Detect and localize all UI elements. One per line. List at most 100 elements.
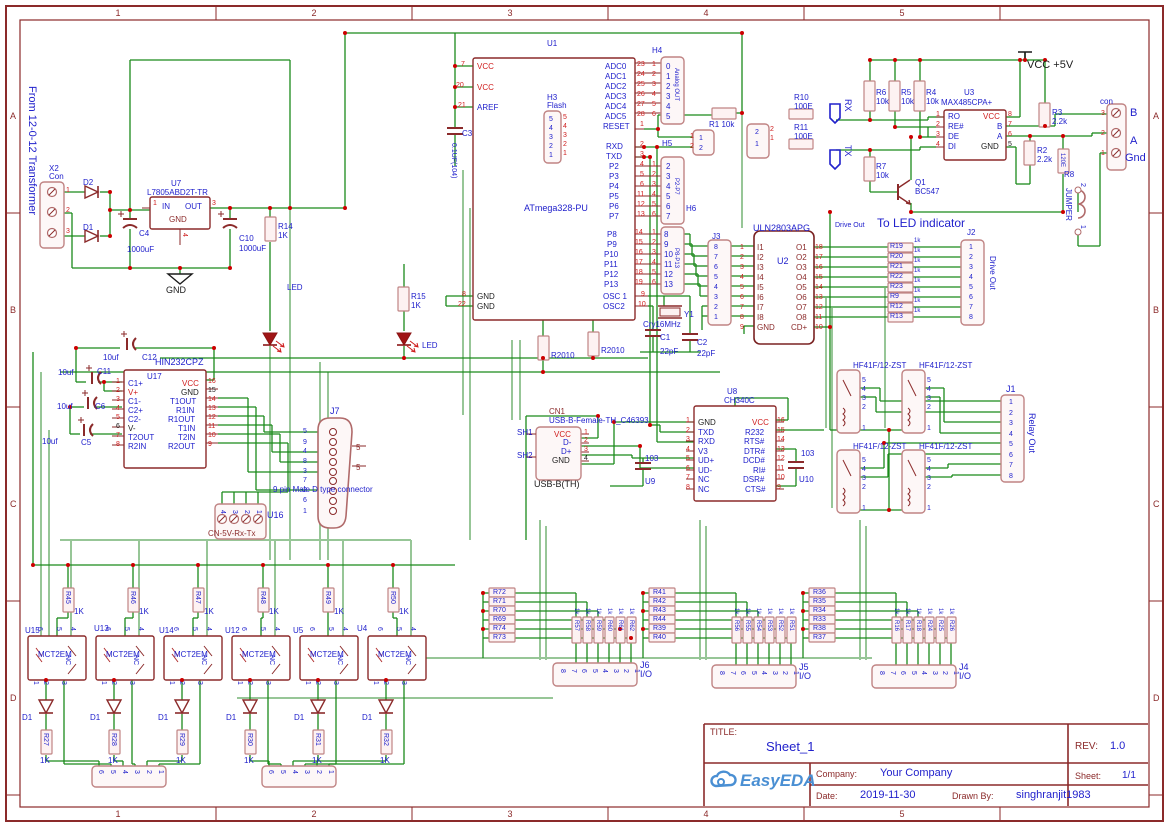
label-r50: R50 (389, 591, 396, 604)
label-p8: P8 (607, 230, 617, 239)
label-1: 1 (1079, 225, 1086, 229)
label-8: 8 (714, 244, 718, 251)
label-20: 20 (456, 82, 464, 89)
easyeda-cloud-icon (710, 770, 737, 788)
label-r24: R24 (926, 620, 932, 632)
label-8: 8 (686, 484, 690, 491)
label-j5: J5 (799, 662, 809, 672)
label-d1: D1 (158, 713, 169, 722)
label-7: 7 (666, 212, 671, 221)
label-9: 9 (641, 291, 645, 298)
label-c1: C1+ (128, 379, 143, 388)
label-1: 1 (633, 669, 640, 673)
label-r54: R54 (755, 620, 761, 632)
label-i7: I7 (757, 303, 764, 312)
label-u1: U1 (547, 39, 558, 48)
label-4: 4 (549, 125, 553, 132)
label-gnd: GND (477, 292, 495, 301)
resistor-r1 (711, 107, 737, 120)
label-5: 5 (652, 201, 656, 208)
label-6: 6 (652, 279, 656, 286)
label-27: 27 (637, 101, 645, 108)
frame-column-3: 3 (507, 809, 513, 819)
resistor-r6 (863, 80, 876, 112)
label-sh2: SH2 (517, 451, 533, 460)
label-3: 3 (563, 132, 567, 139)
label-16: 16 (208, 378, 216, 385)
capacitor-c11 (86, 365, 102, 385)
label-1k: 1K (380, 756, 390, 765)
label-5: 5 (927, 457, 931, 464)
label-p5: P5 (609, 192, 619, 201)
label-4: 4 (936, 141, 940, 148)
label-p6: P6 (609, 202, 619, 211)
label-1k: 1k (573, 608, 579, 615)
label-2: 2 (740, 254, 744, 261)
label-28: 28 (637, 111, 645, 118)
label-r17: R17 (904, 620, 910, 632)
diode-d1 (84, 228, 100, 244)
label-2: 2 (927, 404, 931, 411)
frame-column-5: 5 (899, 809, 905, 819)
label-r2: R2 (1037, 146, 1048, 155)
label-14: 14 (815, 284, 823, 291)
label-1: 1 (952, 671, 959, 675)
diode-d1-5 (309, 699, 327, 715)
label-12: 12 (815, 304, 823, 311)
resistor-io-c-3 (924, 616, 935, 644)
label-1: 1 (372, 681, 379, 685)
label-3: 3 (931, 671, 938, 675)
label-19: 19 (635, 279, 643, 286)
label-9: 9 (664, 240, 669, 249)
label-3: 3 (584, 446, 588, 453)
label-1k: 1k (904, 608, 910, 615)
label-5: 5 (591, 669, 598, 673)
label-2: 2 (243, 510, 250, 514)
label-nc: NC (404, 655, 411, 666)
label-c6: C6 (95, 402, 106, 411)
label-t1in: T1IN (178, 424, 196, 433)
label-4: 4 (862, 386, 866, 393)
label-6: 6 (686, 465, 690, 472)
label-7: 7 (116, 432, 120, 439)
label-2: 2 (640, 141, 644, 148)
h3-flash-header (543, 110, 562, 164)
label-adc0: ADC0 (605, 62, 627, 71)
label-1: 1 (168, 681, 175, 685)
label-1k: 1k (914, 288, 921, 294)
label-r1in: R1IN (176, 406, 195, 415)
label-2: 2 (652, 239, 656, 246)
relay-hf41f-body-3 (836, 449, 861, 514)
label-di: DI (948, 142, 956, 151)
label-gnd: GND (552, 456, 570, 465)
label-5: 5 (109, 770, 116, 774)
label-h3: H3 (547, 93, 558, 102)
title-block-lines (703, 723, 1148, 806)
label-6: 6 (714, 264, 718, 271)
label-3: 3 (332, 681, 339, 685)
diode-d2 (84, 184, 100, 200)
opto-output-connector-2 (261, 765, 337, 788)
resistor-r50 (387, 587, 400, 613)
label-7: 7 (1008, 121, 1012, 128)
label-6: 6 (969, 294, 973, 301)
label-1: 1 (862, 505, 866, 512)
label-r30: R30 (246, 733, 253, 746)
power-led-icon (262, 332, 285, 353)
label-5: 5 (395, 627, 402, 631)
label-u12: U12 (225, 626, 240, 635)
label-i6: I6 (757, 293, 764, 302)
label-vcc: VCC (983, 112, 1000, 121)
label-r232: R232 (745, 428, 765, 437)
label-tx: TX (843, 145, 853, 157)
label-to-led-indicator: To LED indicator (877, 216, 966, 230)
label-o1: O1 (796, 243, 807, 252)
frame-column-3: 3 (507, 8, 513, 18)
u8-ch340c-body (693, 405, 777, 502)
label-15: 15 (777, 427, 785, 434)
label-2: 2 (862, 484, 866, 491)
label-1k: 1k (766, 608, 772, 615)
crystal-y1-icon (658, 305, 682, 319)
label-osc-1: OSC 1 (603, 292, 628, 301)
label-r12: R12 (890, 303, 903, 310)
